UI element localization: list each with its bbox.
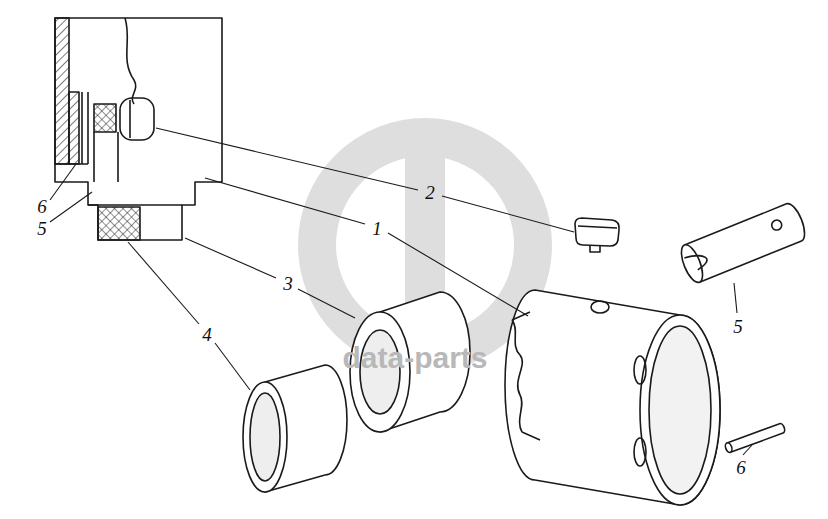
section-view xyxy=(55,18,222,240)
callout-number: 6 xyxy=(37,197,47,216)
bushing-part xyxy=(243,365,347,492)
callout-number: 6 xyxy=(736,458,746,477)
callout-number: 2 xyxy=(425,183,435,202)
callout-number: 4 xyxy=(202,325,212,344)
callout-number: 3 xyxy=(283,274,293,293)
callout-number: 1 xyxy=(372,219,382,238)
pin-part xyxy=(724,423,786,454)
callout-number: 5 xyxy=(733,317,743,336)
watermark: data-parts xyxy=(342,343,487,373)
sleeve-part xyxy=(677,201,809,285)
key-part xyxy=(575,218,619,252)
callout-number: 5 xyxy=(37,219,47,238)
leader-lines xyxy=(50,128,752,455)
housing-part xyxy=(505,290,720,505)
